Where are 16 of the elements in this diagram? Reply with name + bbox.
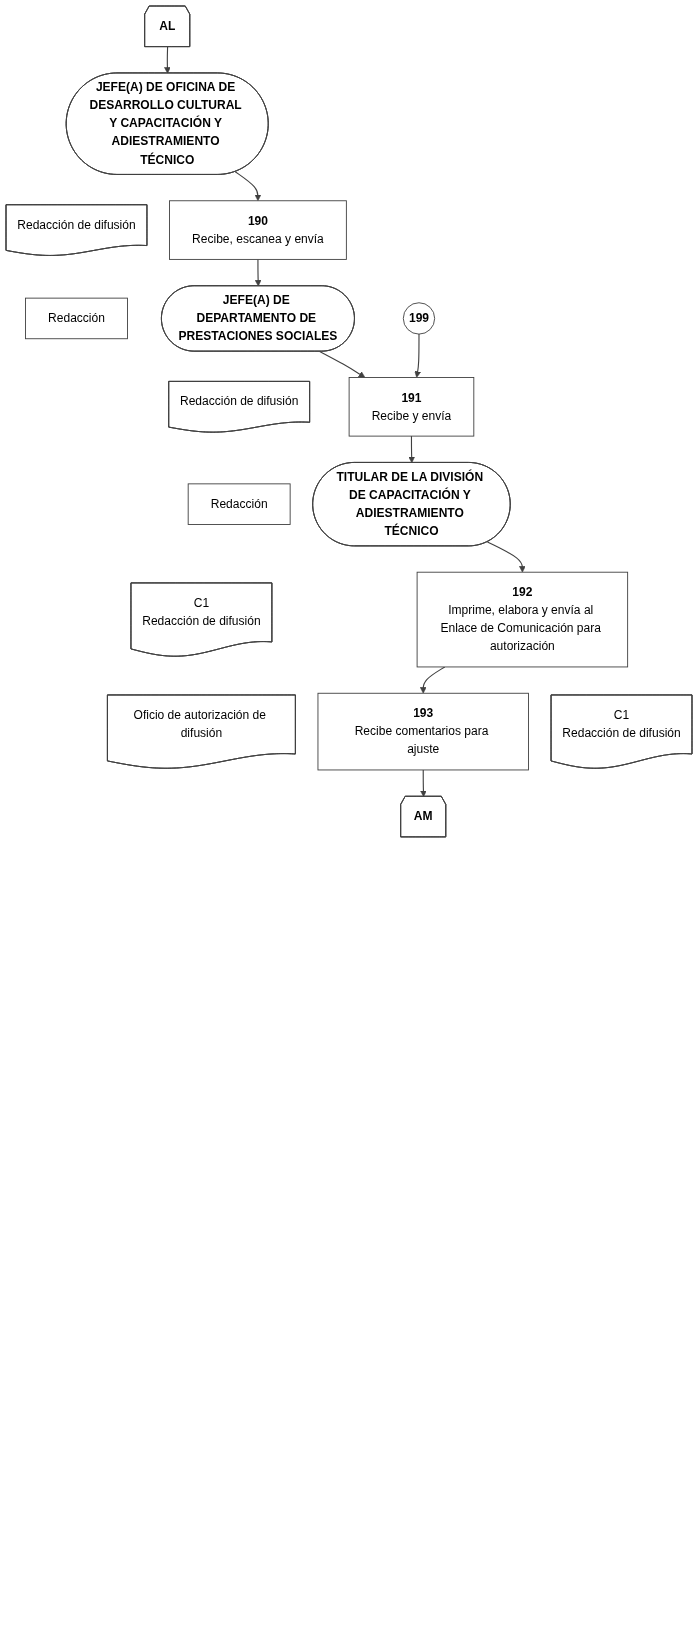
node-box: Redacción xyxy=(25,297,128,340)
arrow xyxy=(164,46,171,74)
arrow xyxy=(414,333,421,378)
arrow xyxy=(319,350,366,378)
arrow xyxy=(420,769,427,797)
node-box: 191 Recibe y envía xyxy=(348,377,475,437)
arrow xyxy=(419,666,446,694)
node-box: Redacción xyxy=(187,483,291,525)
arrow xyxy=(408,435,415,464)
arrow xyxy=(234,171,262,202)
arrow xyxy=(254,258,262,287)
node-box: 190 Recibe, escanea y envía xyxy=(169,200,347,260)
arrow xyxy=(486,541,526,573)
node-box: 193 Recibe comentarios para ajuste xyxy=(317,692,529,771)
node-circle: 199 xyxy=(402,302,436,335)
node-box: 192 Imprime, elabora y envía al Enlace de Comunicación para autorización xyxy=(416,571,629,668)
